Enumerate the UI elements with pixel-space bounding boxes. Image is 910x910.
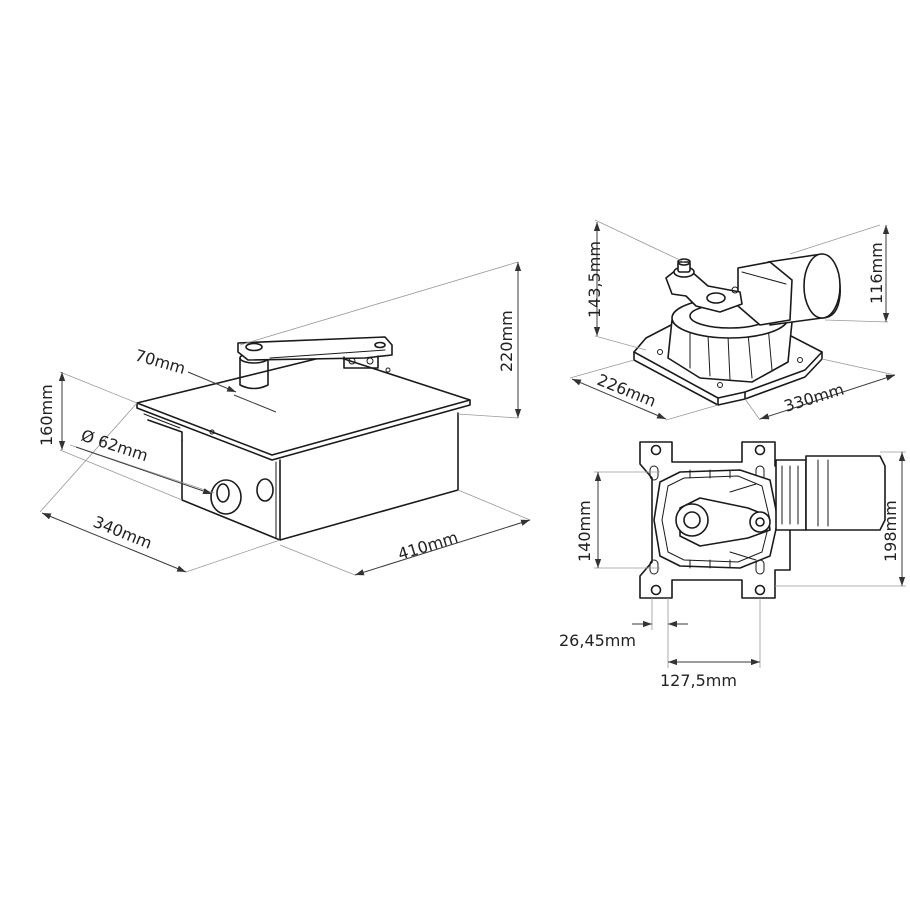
label-340mm: 340mm bbox=[91, 512, 155, 553]
box-cable-hole bbox=[210, 479, 242, 515]
box-lid bbox=[136, 354, 471, 456]
dim-line-330 bbox=[759, 374, 896, 420]
dim-line-70b bbox=[233, 394, 277, 413]
labels-top-view: 140mm 198mm 26,45mm 127,5mm bbox=[559, 500, 900, 690]
label-140mm: 140mm bbox=[575, 500, 594, 562]
label-62mm: Ø 62mm bbox=[79, 426, 151, 465]
box-flange bbox=[147, 419, 183, 441]
extension-lines-left bbox=[39, 261, 531, 576]
label-70mm: 70mm bbox=[133, 346, 188, 378]
box-lid-edge bbox=[136, 399, 471, 461]
label-410mm: 410mm bbox=[396, 528, 461, 564]
motor-gearbox bbox=[775, 459, 807, 531]
label-2645mm: 26,45mm bbox=[559, 631, 636, 650]
dim-line-340 bbox=[41, 512, 187, 573]
dim-line-62 bbox=[75, 446, 213, 495]
label-198mm: 198mm bbox=[881, 500, 900, 562]
dim-line-226 bbox=[571, 378, 667, 420]
motor-body-top bbox=[805, 455, 886, 531]
shaft-column bbox=[239, 357, 269, 390]
dimension-lines-top-view bbox=[594, 452, 906, 666]
label-160mm: 160mm bbox=[37, 384, 56, 446]
label-226mm: 226mm bbox=[595, 370, 659, 411]
dim-line-70a bbox=[187, 371, 237, 393]
extension-lines-top-view bbox=[594, 451, 906, 668]
label-220mm: 220mm bbox=[497, 310, 516, 372]
label-1435mm: 143,5mm bbox=[585, 241, 604, 318]
box-side-hole bbox=[256, 478, 274, 502]
extension-lines-motor-iso bbox=[569, 219, 896, 421]
arm-bracket bbox=[343, 355, 379, 369]
dimension-lines-motor-iso bbox=[571, 222, 896, 420]
foundation-box bbox=[136, 336, 471, 541]
motor-top-view bbox=[639, 441, 886, 599]
motor-isometric bbox=[633, 253, 841, 406]
dimension-lines-left bbox=[41, 262, 531, 576]
dim-line-410 bbox=[354, 519, 531, 576]
label-1275mm: 127,5mm bbox=[660, 671, 737, 690]
label-116mm: 116mm bbox=[867, 242, 886, 304]
label-330mm: 330mm bbox=[782, 380, 847, 416]
